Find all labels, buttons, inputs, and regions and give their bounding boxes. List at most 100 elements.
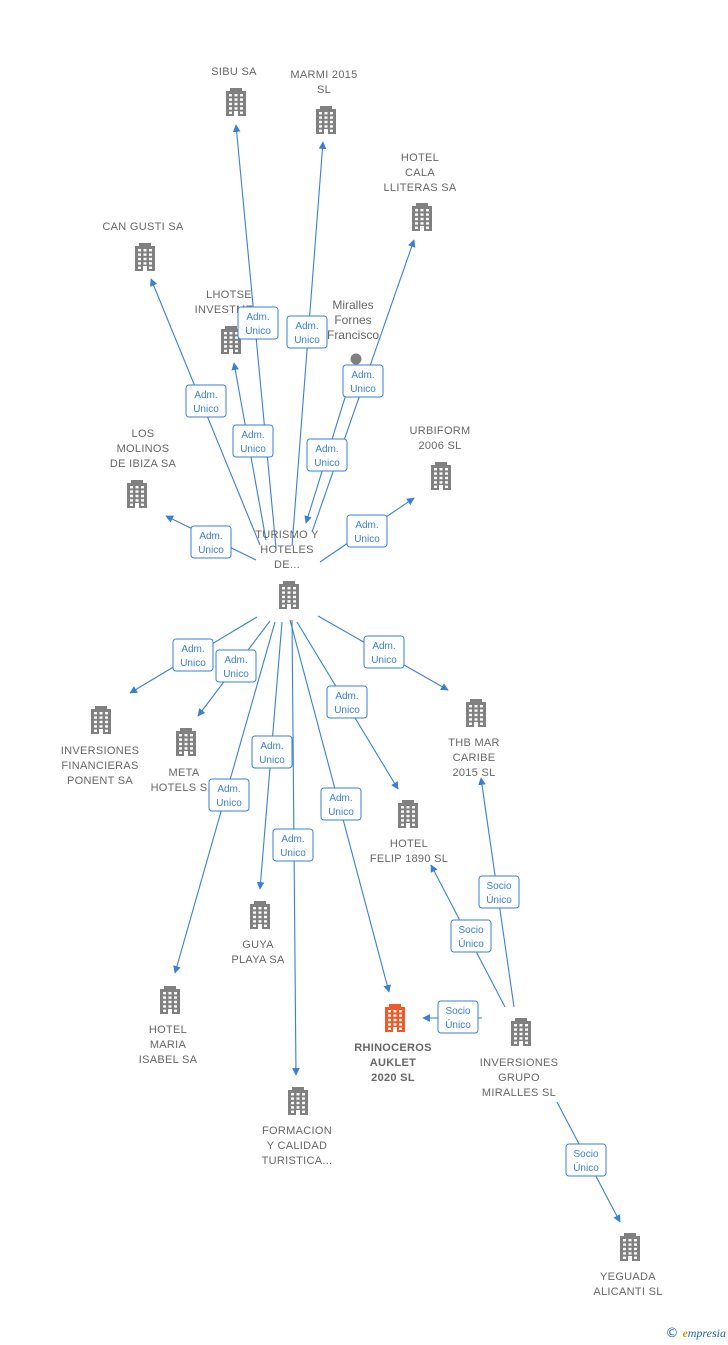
node-label: MARMI 2015 — [290, 69, 357, 81]
edge-label-text: Adm. — [295, 321, 318, 332]
building-icon — [221, 326, 241, 354]
node-label: YEGUADA — [600, 1271, 656, 1283]
node-label: PONENT SA — [67, 775, 133, 787]
edge-label-box — [190, 525, 232, 559]
copyright-symbol: © — [665, 1326, 679, 1341]
node-sibu[interactable]: SIBU SA — [211, 66, 257, 116]
edge-label-text: Unico — [280, 848, 306, 859]
edge-label-turismo-maria[interactable]: Adm. Unico — [208, 778, 250, 812]
edge-label-text: Adm. — [372, 641, 395, 652]
building-icon — [511, 1018, 531, 1046]
edge-label-text: Unico — [216, 798, 242, 809]
node-turismo[interactable]: TURISMO YHOTELESDE... — [255, 529, 319, 609]
edge-label-text: Único — [573, 1161, 599, 1174]
edge-label-turismo-rhino[interactable]: Adm. Unico — [320, 787, 362, 821]
node-label: Miralles — [332, 298, 373, 312]
edge-label-box — [437, 1000, 479, 1034]
edge-label-turismo-sibu[interactable]: Adm.Unico — [237, 306, 279, 340]
edge-label-box — [251, 735, 293, 769]
edge-label-turismo-marmi[interactable]: Adm. Unico — [286, 315, 328, 349]
edge-label-text: Socio — [458, 925, 483, 936]
node-label: TURISMO Y — [255, 529, 319, 541]
node-label: LHOTSE — [206, 289, 252, 301]
edge-label-turismo-cangusti[interactable]: Adm.Unico — [185, 384, 227, 418]
node-label: HOTELS S... — [151, 782, 218, 794]
node-label: FINANCIERAS — [61, 760, 138, 772]
edge-label-turismo-felip[interactable]: Adm.Unico — [326, 685, 368, 719]
edge-label-box — [237, 306, 279, 340]
edge-label-text: Unico — [328, 807, 354, 818]
edge-label-turismo-thb[interactable]: Adm.Unico — [363, 635, 405, 669]
edge-label-turismo-cala[interactable]: Adm. Unico — [342, 364, 384, 398]
edge-label-text: Unico — [240, 444, 266, 455]
edge-label-turismo-invfin[interactable]: Adm.Unico — [172, 638, 214, 672]
edge-label-miralles-turismo[interactable]: Adm.Unico — [306, 438, 348, 472]
edge-label-turismo-meta[interactable]: Adm.Unico — [215, 649, 257, 683]
node-label: SL — [317, 84, 331, 96]
edge-label-text: Adm. — [217, 784, 240, 795]
edge-label-turismo-lhotse[interactable]: Adm.Unico — [232, 424, 274, 458]
node-label: HOTEL — [401, 152, 439, 164]
building-icon — [279, 581, 299, 609]
edge-label-turismo-urbiform[interactable]: Adm. Unico — [346, 514, 388, 548]
edge-label-text: Unico — [223, 669, 249, 680]
edge-label-box — [208, 778, 250, 812]
node-label: TURISTICA... — [262, 1155, 333, 1167]
building-icon — [385, 1004, 405, 1032]
edge-label-box — [232, 424, 274, 458]
node-label: MARIA — [150, 1039, 187, 1051]
edge-label-box — [320, 787, 362, 821]
node-label: GRUPO — [498, 1072, 540, 1084]
edge-label-text: Adm. — [351, 370, 374, 381]
building-icon — [226, 88, 246, 116]
edge-label-text: Unico — [314, 458, 340, 469]
edge-label-text: Adm. — [329, 793, 352, 804]
edge-label-text: Unico — [350, 384, 376, 395]
edge-label-text: Unico — [354, 534, 380, 545]
edge-label-box — [478, 875, 520, 909]
edge-label-text: Unico — [180, 658, 206, 669]
edge-label-text: Adm. — [194, 390, 217, 401]
edge-label-text: Unico — [294, 335, 320, 346]
edge-label-box — [450, 919, 492, 953]
edge-label-box — [342, 364, 384, 398]
building-icon — [160, 986, 180, 1014]
building-icon — [316, 106, 336, 134]
node-label: 2015 SL — [452, 767, 495, 779]
node-cangusti[interactable]: CAN GUSTI SA — [102, 221, 184, 271]
edge-label-text: Socio — [573, 1149, 598, 1160]
node-label: LLITERAS SA — [384, 182, 457, 194]
edge-label-text: Adm. — [355, 520, 378, 531]
edge-label-turismo-formacion[interactable]: Adm.Unico — [272, 828, 314, 862]
building-icon — [135, 243, 155, 271]
edge-label-turismo-molinos[interactable]: Adm.Unico — [190, 525, 232, 559]
node-label: LOS — [132, 428, 155, 440]
node-label: ISABEL SA — [139, 1054, 198, 1066]
node-label: Francisco — [327, 328, 379, 342]
node-label: GUYA — [242, 939, 274, 951]
node-label: SIBU SA — [211, 66, 257, 78]
edge-label-turismo-guya[interactable]: Adm.Unico — [251, 735, 293, 769]
building-icon — [431, 462, 451, 490]
building-icon — [620, 1233, 640, 1261]
building-icon — [412, 203, 432, 231]
